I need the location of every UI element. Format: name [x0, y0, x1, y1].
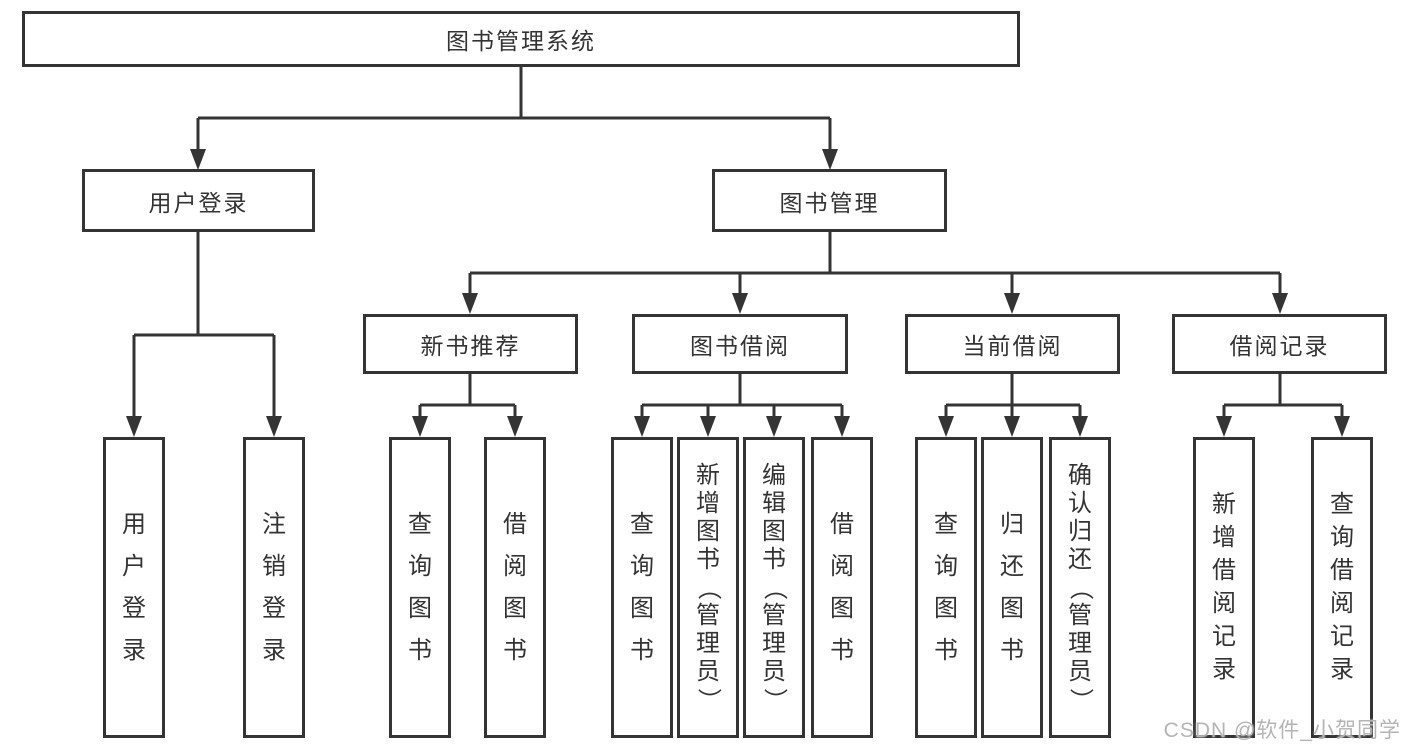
leaf-query-books-current: 查询图书 [915, 437, 977, 738]
leaf-label: 新增借阅记录 [1212, 491, 1236, 683]
leaf-label: 借阅图书 [503, 510, 527, 664]
arrowhead [938, 416, 954, 437]
arrowhead [462, 293, 478, 314]
leaf-borrow-books: 借阅图书 [811, 437, 873, 738]
leaf-label: 查询图书 [630, 510, 654, 664]
arrowhead [412, 416, 428, 437]
arrowhead [1272, 293, 1288, 314]
leaf-label: 用户登录 [122, 510, 146, 664]
leaf-confirm-return-admin: 确认归还（管理员） [1049, 437, 1111, 738]
leaf-label: 确认归还（管理员） [1067, 461, 1094, 712]
arrowhead [700, 416, 716, 437]
leaf-add-borrow-record: 新增借阅记录 [1193, 437, 1255, 738]
arrowhead [766, 416, 782, 437]
leaf-label: 注销登录 [262, 510, 286, 664]
leaf-query-books-recommend: 查询图书 [389, 437, 451, 738]
csdn-watermark: CSDN @软件_小贺同学 [1163, 719, 1401, 742]
arrowhead [1004, 293, 1020, 314]
leaf-label: 查询借阅记录 [1330, 491, 1354, 683]
arrowhead [834, 416, 850, 437]
leaf-borrow-books-recommend: 借阅图书 [484, 437, 546, 738]
leaf-logout: 注销登录 [243, 437, 305, 738]
leaf-user-login: 用户登录 [103, 437, 165, 738]
leaf-label: 编辑图书（管理员） [761, 461, 788, 712]
arrowhead [634, 416, 650, 437]
arrowhead [266, 416, 282, 437]
arrowhead [190, 149, 206, 170]
arrowhead [1216, 416, 1232, 437]
leaf-label: 借阅图书 [830, 510, 854, 664]
node-borrowing-records: 借阅记录 [1172, 314, 1387, 374]
leaf-query-borrow-record: 查询借阅记录 [1311, 437, 1373, 738]
node-current-borrowing: 当前借阅 [905, 314, 1120, 374]
node-new-book-recommend: 新书推荐 [363, 314, 578, 374]
arrowhead [732, 293, 748, 314]
node-book-management: 图书管理 [712, 169, 947, 232]
node-book-borrowing: 图书借阅 [632, 314, 848, 374]
leaf-query-books-borrowing: 查询图书 [611, 437, 673, 738]
arrowhead [822, 149, 838, 170]
node-library-management-system: 图书管理系统 [22, 11, 1020, 67]
arrowhead [507, 416, 523, 437]
leaf-add-books-admin: 新增图书（管理员） [677, 437, 739, 738]
node-user-login: 用户登录 [82, 169, 315, 232]
leaf-label: 查询图书 [408, 510, 432, 664]
leaf-label: 查询图书 [934, 510, 958, 664]
leaf-label: 归还图书 [1000, 510, 1024, 664]
arrowhead [1072, 416, 1088, 437]
arrowhead [1334, 416, 1350, 437]
leaf-label: 新增图书（管理员） [695, 461, 722, 712]
leaf-edit-books-admin: 编辑图书（管理员） [743, 437, 805, 738]
leaf-return-books: 归还图书 [981, 437, 1043, 738]
arrowhead [1004, 416, 1020, 437]
arrowhead [126, 416, 142, 437]
